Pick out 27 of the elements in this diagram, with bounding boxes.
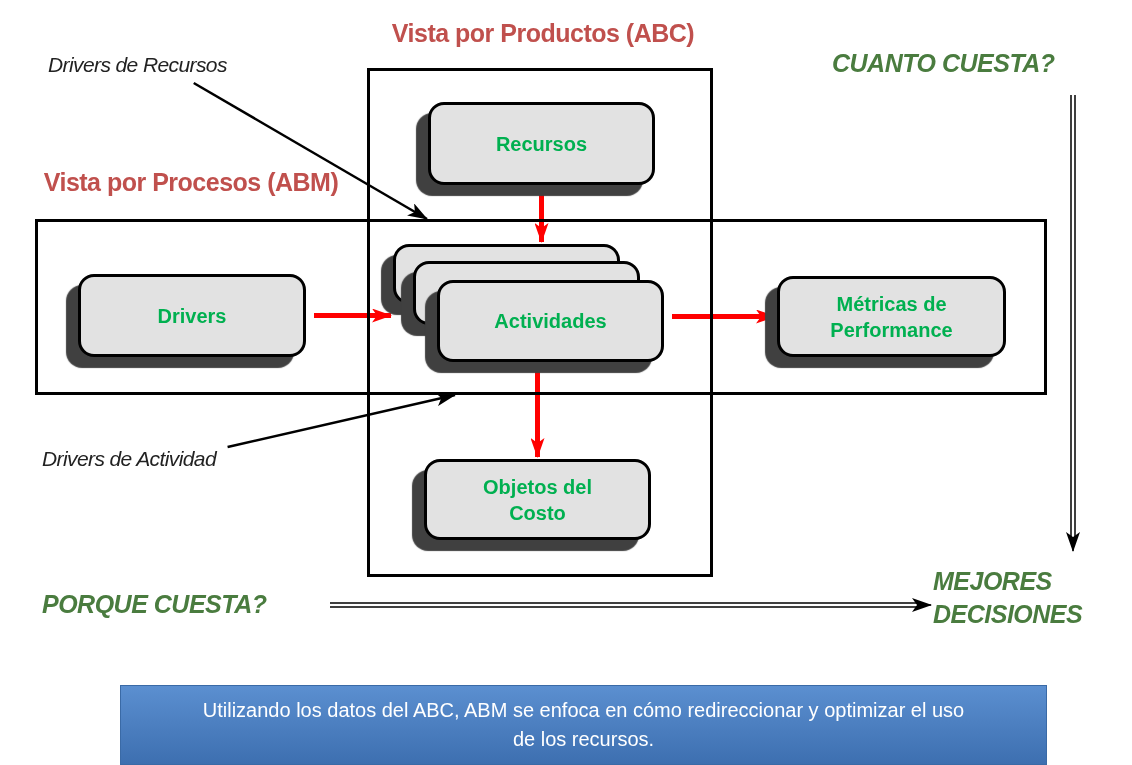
frame-heading: Vista por Productos (ABC) — [390, 19, 696, 48]
arrow — [530, 364, 545, 458]
node-label: Recursos — [495, 131, 588, 157]
arrow — [314, 308, 392, 323]
question-text: PORQUE CUESTA? — [42, 588, 322, 622]
annotation-text: Drivers de Recursos — [48, 53, 288, 83]
question-text: CUANTO CUESTA? — [832, 47, 1108, 81]
node-label: Objetos del Costo — [482, 474, 593, 526]
caption-banner — [120, 685, 1047, 765]
node-label: Métricas de Performance — [829, 291, 954, 343]
process-box — [78, 274, 306, 357]
node-label: Actividades — [494, 309, 607, 334]
leader-arrow — [193, 81, 428, 221]
process-box — [777, 276, 1006, 357]
annotation-text: Drivers de Actividad — [42, 447, 282, 477]
arrow — [329, 598, 932, 612]
leader-arrow — [227, 392, 456, 449]
question-text: MEJORES DECISIONES — [933, 565, 1125, 641]
caption-text: Utilizando los datos del ABC, ABM se enfoca en cómo redireccionar y optimizar el uso de los recursos. — [201, 698, 966, 752]
process-box — [424, 459, 651, 540]
frame-heading: Vista por Procesos (ABM) — [42, 168, 340, 197]
process-box — [428, 102, 655, 185]
arrow — [672, 309, 776, 324]
arrow — [534, 187, 549, 243]
node-label: Drivers — [157, 303, 227, 329]
arrow — [1066, 94, 1080, 552]
stacked-process-boxes — [393, 244, 664, 362]
